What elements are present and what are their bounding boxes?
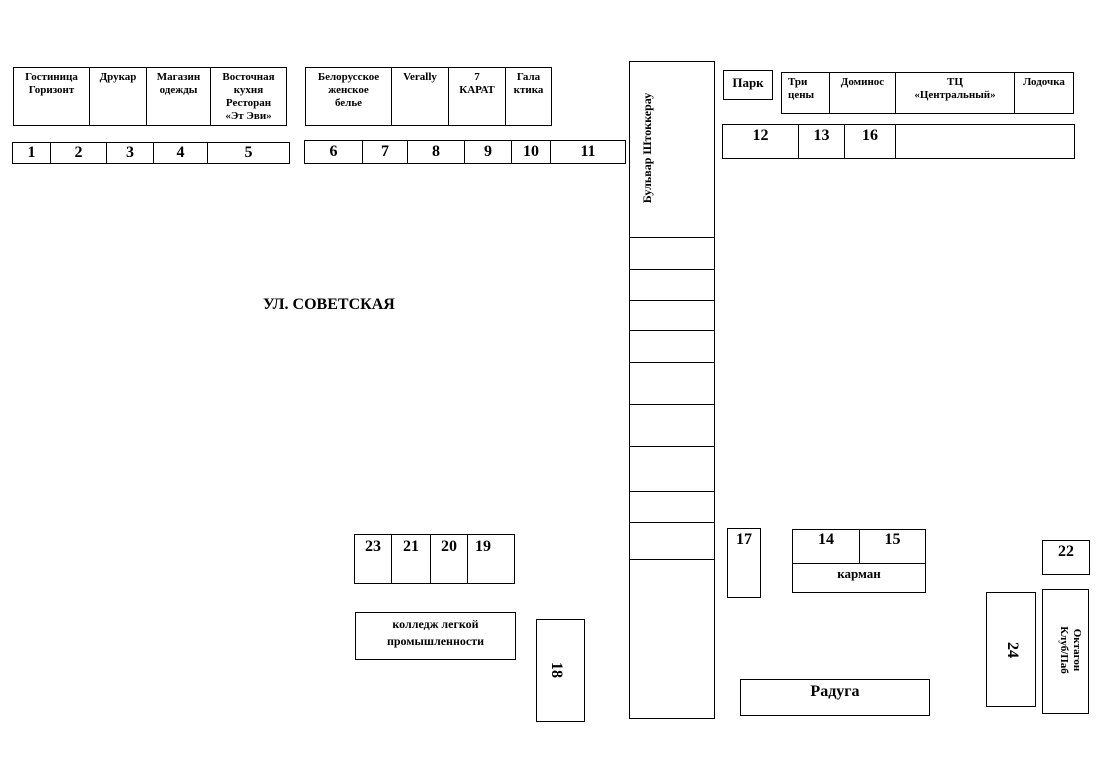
divider <box>505 68 506 125</box>
shop-oriental-restaurant[interactable]: Восточная кухня Ресторан «Эт Эви» <box>222 71 275 122</box>
divider <box>362 141 363 163</box>
boulevard-label: Бульвар Штоккерау <box>640 92 654 204</box>
plot-number-6[interactable]: 6 <box>329 143 338 160</box>
divider <box>391 68 392 125</box>
divider <box>1014 73 1015 113</box>
shop-gostinitsa-gorizont[interactable]: Гостиница Горизонт <box>25 71 78 96</box>
divider <box>106 143 107 163</box>
college-light-industry[interactable]: колледж легкой промышленности <box>355 612 516 660</box>
plot-number-18: 18 <box>548 662 565 678</box>
shop-verally[interactable]: Verally <box>403 71 437 83</box>
divider <box>630 269 714 270</box>
shop-tri-tseny[interactable]: Три цены <box>788 76 815 101</box>
shops-row-middle: Белорусское женское белье Verally 7 КАРА… <box>305 67 552 126</box>
divider <box>630 330 714 331</box>
shop-7-karat[interactable]: 7 КАРАТ <box>459 71 495 96</box>
plot-number-21[interactable]: 21 <box>403 538 419 555</box>
shop-lodochka[interactable]: Лодочка <box>1023 76 1065 88</box>
shop-drukar[interactable]: Друкар <box>99 71 137 83</box>
street-label-sovetskaya: УЛ. СОВЕТСКАЯ <box>263 296 395 313</box>
divider <box>895 73 896 113</box>
plot-22[interactable]: 22 <box>1042 540 1090 575</box>
park[interactable]: Парк <box>723 70 773 100</box>
divider <box>207 143 208 163</box>
divider <box>630 522 714 523</box>
shop-clothing[interactable]: Магазин одежды <box>156 71 201 96</box>
divider <box>467 535 468 583</box>
divider <box>829 73 830 113</box>
plot-number-1[interactable]: 1 <box>27 144 36 161</box>
shop-galaktika[interactable]: Гала ктика <box>513 71 544 96</box>
divider <box>89 68 90 125</box>
plot-number-8[interactable]: 8 <box>432 143 440 160</box>
numbers-row-left: 1 2 3 4 5 <box>12 142 290 164</box>
divider <box>430 535 431 583</box>
shop-dominos[interactable]: Доминос <box>840 76 885 88</box>
shops-row-right: Три цены Доминос ТЦ «Центральный» Лодочк… <box>781 72 1074 114</box>
plot-number-5[interactable]: 5 <box>244 144 253 161</box>
divider <box>630 446 714 447</box>
divider <box>859 530 860 563</box>
divider <box>793 563 925 564</box>
divider <box>630 404 714 405</box>
numbers-row-middle: 6 7 8 9 10 11 <box>304 140 626 164</box>
plot-number-24: 24 <box>1004 642 1021 658</box>
plot-number-22: 22 <box>1058 543 1074 560</box>
divider <box>550 141 551 163</box>
raduga-label: Радуга <box>810 683 860 700</box>
divider <box>630 237 714 238</box>
divider <box>630 559 714 560</box>
plot-number-14[interactable]: 14 <box>818 531 834 548</box>
divider <box>146 68 147 125</box>
plot-number-13[interactable]: 13 <box>813 127 830 144</box>
divider <box>407 141 408 163</box>
raduga[interactable]: Радуга <box>740 679 930 716</box>
divider <box>630 491 714 492</box>
plot-number-11[interactable]: 11 <box>580 143 596 160</box>
divider <box>630 300 714 301</box>
plot-number-10[interactable]: 10 <box>523 143 539 160</box>
karman-label: карман <box>837 566 881 581</box>
plot-number-23[interactable]: 23 <box>365 538 381 555</box>
plot-number-20[interactable]: 20 <box>441 538 457 555</box>
plot-24[interactable] <box>986 592 1036 707</box>
plot-number-2[interactable]: 2 <box>74 144 83 161</box>
plot-number-19[interactable]: 19 <box>475 538 491 555</box>
plot-number-4[interactable]: 4 <box>176 144 185 161</box>
plot-number-16[interactable]: 16 <box>862 127 878 144</box>
divider <box>210 68 211 125</box>
plot-number-12[interactable]: 12 <box>752 127 769 144</box>
park-label: Парк <box>732 75 764 90</box>
divider <box>448 68 449 125</box>
divider <box>895 125 896 158</box>
plot-18[interactable] <box>536 619 585 722</box>
oktagon-label: Октагон Клуб/Паб <box>1058 626 1083 674</box>
divider <box>511 141 512 163</box>
shops-row-left: Гостиница Горизонт Друкар Магазин одежды… <box>13 67 287 126</box>
oktagon-club-pub[interactable] <box>1042 589 1089 714</box>
divider <box>50 143 51 163</box>
plot-number-7[interactable]: 7 <box>381 143 389 160</box>
plot-number-17: 17 <box>736 531 752 548</box>
plot-number-9[interactable]: 9 <box>484 143 492 160</box>
divider <box>153 143 154 163</box>
divider <box>844 125 845 158</box>
divider <box>391 535 392 583</box>
boulevard-shtokkerau <box>629 61 715 719</box>
plot-number-3[interactable]: 3 <box>126 144 134 161</box>
numbers-row-right: 12 13 16 <box>722 124 1075 159</box>
karman-block: 14 15 карман <box>792 529 926 593</box>
plot-number-15[interactable]: 15 <box>884 531 901 548</box>
divider <box>464 141 465 163</box>
numbers-row-bottom-left: 23 21 20 19 <box>354 534 515 584</box>
divider <box>630 362 714 363</box>
divider <box>798 125 799 158</box>
college-label: колледж легкой промышленности <box>386 617 485 648</box>
shop-belarusian-lingerie[interactable]: Белорусское женское белье <box>317 71 380 109</box>
plot-17[interactable]: 17 <box>727 528 761 598</box>
shop-tts-tsentralny[interactable]: ТЦ «Центральный» <box>914 76 996 101</box>
